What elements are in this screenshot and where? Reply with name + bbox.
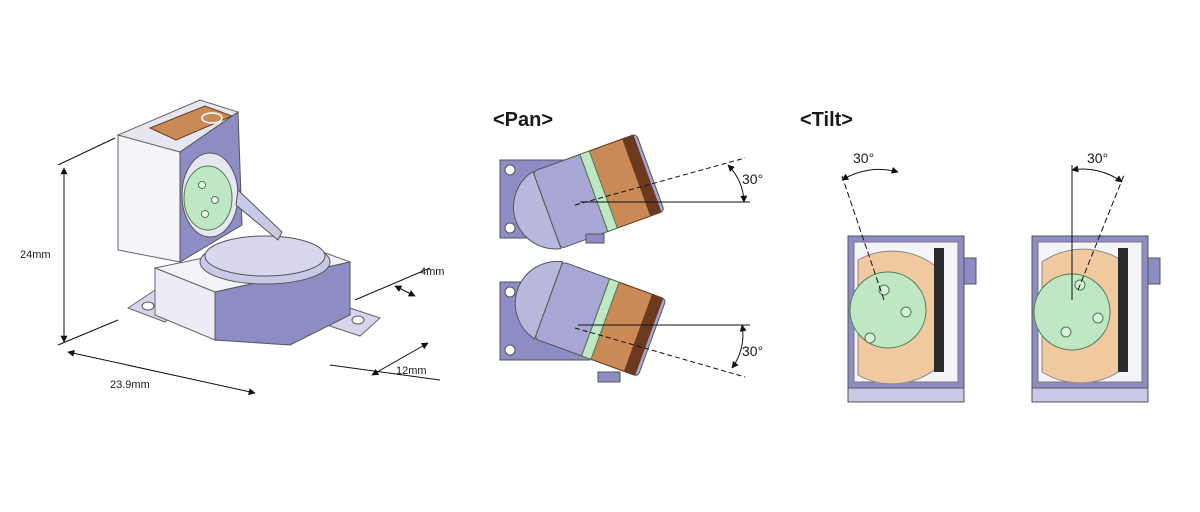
frame-brace bbox=[235, 188, 283, 241]
frame-front bbox=[117, 134, 181, 263]
pan-view-top: 30° bbox=[499, 134, 763, 250]
dim-width: 23.9mm bbox=[110, 379, 150, 391]
dim-depth: 12mm bbox=[396, 365, 427, 377]
dim-height: 24mm bbox=[20, 249, 51, 261]
tilt-title: <Tilt> bbox=[800, 109, 853, 131]
pan-angle-top: 30° bbox=[742, 171, 763, 187]
tilt-disc bbox=[183, 165, 233, 231]
pan-title: <Pan> bbox=[493, 109, 553, 131]
tilt-disc-left bbox=[849, 271, 927, 349]
isometric-assembly: 24mm 23.9mm 12mm 4mm bbox=[20, 99, 444, 396]
dim-thickness: 4mm bbox=[420, 266, 444, 278]
tilt-angle-left: 30° bbox=[853, 150, 874, 166]
pan-view-bottom: 30° bbox=[499, 260, 763, 383]
tilt-angle-right: 30° bbox=[1087, 150, 1108, 166]
pan-angle-bottom: 30° bbox=[742, 343, 763, 359]
tilt-view-right: 30° bbox=[1031, 150, 1161, 403]
tilt-view-left: 30° bbox=[841, 150, 977, 403]
